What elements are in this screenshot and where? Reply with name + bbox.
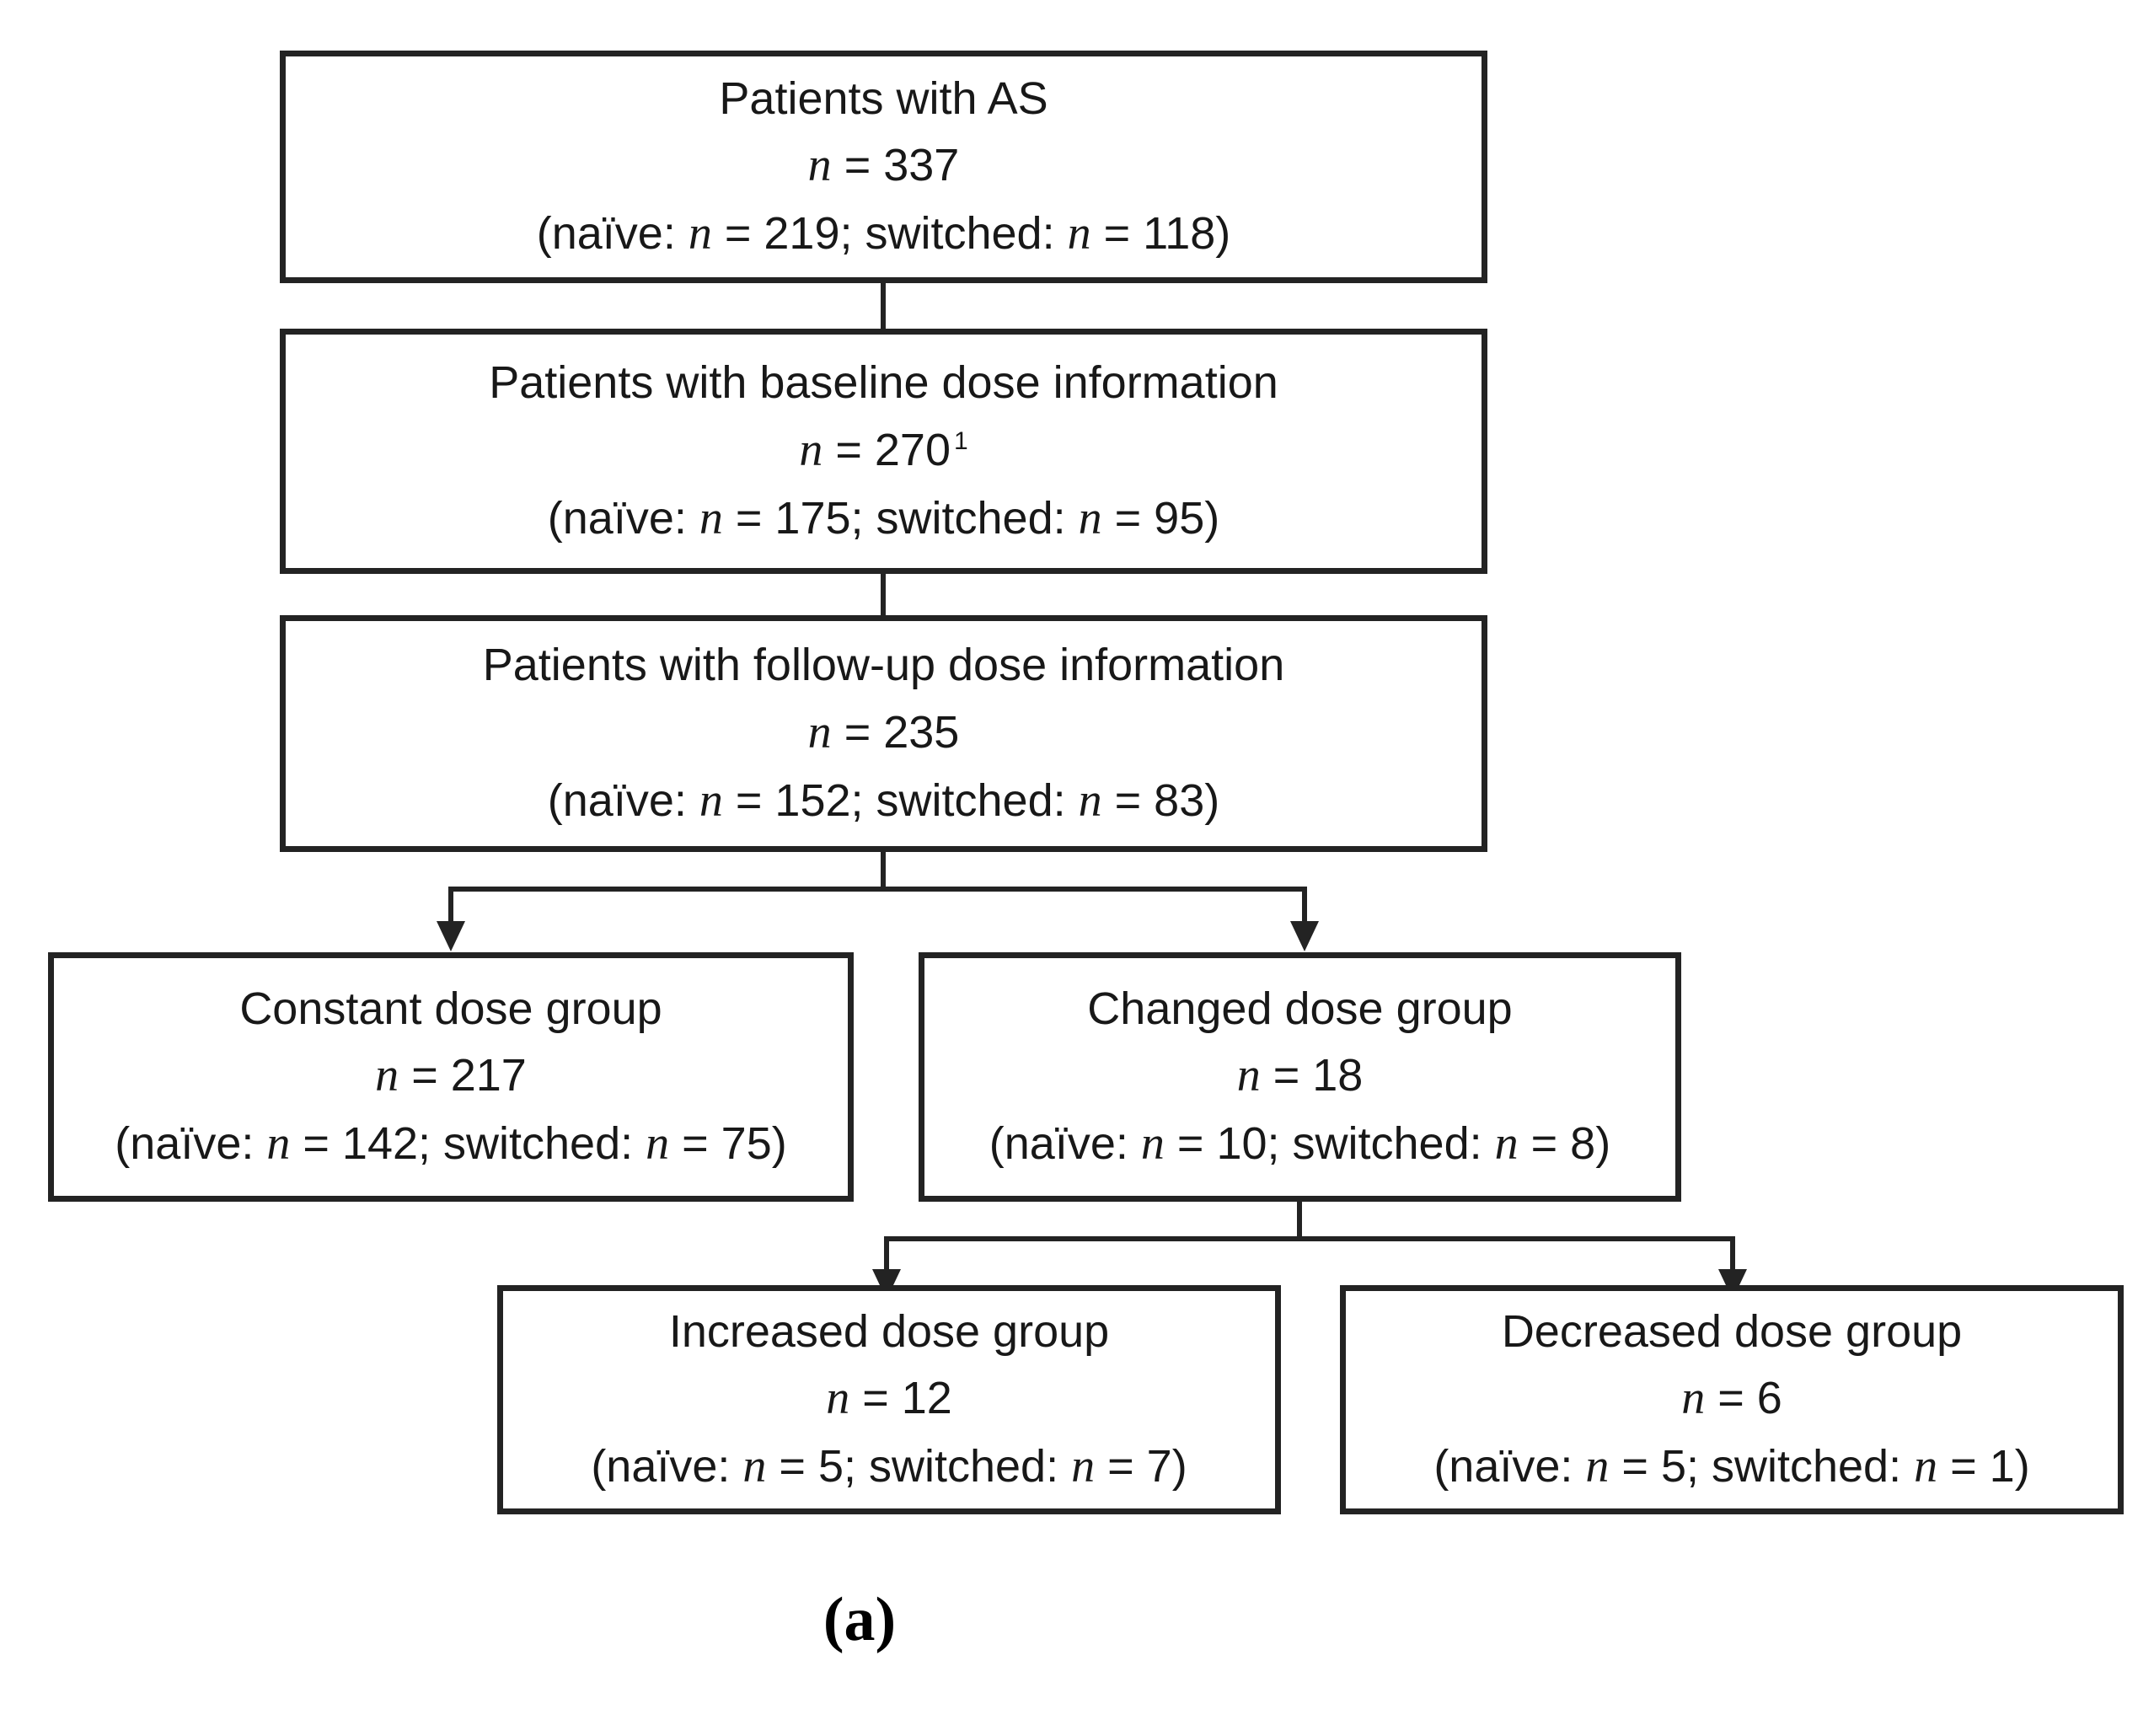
node-count-line: n = 337 <box>808 134 960 197</box>
node-breakdown-line: (naïve: n = 5; switched: n = 1) <box>1433 1435 2029 1498</box>
node-breakdown-line: (naïve: n = 10; switched: n = 8) <box>989 1112 1610 1176</box>
connector-changed-stem <box>1297 1202 1302 1239</box>
switched-value: = 83) <box>1114 774 1220 826</box>
switched-value: = 75) <box>682 1118 787 1170</box>
n-value: = 18 <box>1273 1050 1364 1101</box>
n-symbol-switched: n <box>1494 1117 1519 1171</box>
naive-value: = 5; switched: <box>1621 1441 1915 1492</box>
node-breakdown-line: (naïve: n = 142; switched: n = 75) <box>115 1112 786 1176</box>
figure-caption: (a) <box>822 1585 897 1654</box>
switched-value: = 95) <box>1114 492 1220 544</box>
connector-changed-to-increased <box>884 1236 889 1270</box>
connector-followup-stem <box>881 852 886 889</box>
breakdown-prefix: (naïve: <box>547 492 699 544</box>
breakdown-prefix: (naïve: <box>989 1118 1141 1170</box>
switched-value: = 118) <box>1103 208 1231 260</box>
n-value: = 270 <box>835 424 951 475</box>
n-symbol-naive: n <box>688 207 712 260</box>
node-patients-with-as[interactable]: Patients with AS n = 337 (naïve: n = 219… <box>280 51 1487 283</box>
n-value: = 235 <box>844 706 960 758</box>
node-changed-dose-group[interactable]: Changed dose group n = 18 (naïve: n = 10… <box>919 952 1681 1202</box>
node-followup-dose-information[interactable]: Patients with follow-up dose information… <box>280 615 1487 852</box>
node-breakdown-line: (naïve: n = 175; switched: n = 95) <box>548 487 1219 550</box>
node-title: Increased dose group <box>668 1305 1110 1357</box>
breakdown-prefix: (naïve: <box>115 1118 267 1170</box>
breakdown-prefix: (naïve: <box>536 208 689 260</box>
arrowhead-to-constant-dose <box>437 921 465 951</box>
n-symbol-switched: n <box>1071 1440 1096 1493</box>
n-symbol-switched: n <box>1078 774 1102 827</box>
n-symbol: n <box>375 1049 399 1102</box>
naive-value: = 152; switched: <box>735 774 1079 826</box>
n-symbol-naive: n <box>742 1440 767 1493</box>
breakdown-prefix: (naïve: <box>547 774 699 826</box>
n-symbol: n <box>807 139 832 192</box>
n-symbol-naive: n <box>699 491 723 544</box>
n-symbol: n <box>826 1372 850 1425</box>
n-symbol-naive: n <box>266 1117 291 1171</box>
switched-value: = 7) <box>1107 1441 1187 1492</box>
n-symbol-switched: n <box>1078 491 1102 544</box>
breakdown-prefix: (naïve: <box>1433 1441 1586 1492</box>
n-symbol-naive: n <box>699 774 723 827</box>
n-symbol: n <box>1236 1049 1261 1102</box>
n-symbol-naive: n <box>1585 1440 1610 1493</box>
node-decreased-dose-group[interactable]: Decreased dose group n = 6 (naïve: n = 5… <box>1340 1285 2124 1514</box>
naive-value: = 142; switched: <box>303 1118 646 1170</box>
n-symbol-naive: n <box>1140 1117 1165 1171</box>
n-value: = 337 <box>844 140 960 191</box>
n-value: = 217 <box>411 1050 527 1101</box>
n-symbol-switched: n <box>1067 207 1091 260</box>
node-count-line: n = 217 <box>375 1044 527 1107</box>
connector-followup-split-bar <box>448 887 1307 892</box>
node-constant-dose-group[interactable]: Constant dose group n = 217 (naïve: n = … <box>48 952 854 1202</box>
node-title: Constant dose group <box>239 983 662 1034</box>
node-breakdown-line: (naïve: n = 219; switched: n = 118) <box>537 202 1230 265</box>
node-title: Patients with follow-up dose information <box>482 640 1285 691</box>
switched-value: = 1) <box>1950 1441 2030 1492</box>
connector-as-to-baseline <box>881 283 886 330</box>
node-baseline-dose-information[interactable]: Patients with baseline dose information … <box>280 329 1487 574</box>
arrowhead-to-changed-dose <box>1290 921 1319 951</box>
node-title: Patients with baseline dose information <box>489 357 1278 409</box>
node-title: Patients with AS <box>719 72 1048 124</box>
naive-value: = 10; switched: <box>1176 1118 1495 1170</box>
n-symbol: n <box>799 423 823 476</box>
node-count-line: n = 6 <box>1681 1367 1782 1430</box>
n-value: = 12 <box>862 1373 952 1424</box>
node-breakdown-line: (naïve: n = 5; switched: n = 7) <box>591 1435 1187 1498</box>
node-title: Decreased dose group <box>1501 1305 1963 1357</box>
connector-changed-to-decreased <box>1730 1236 1735 1270</box>
n-symbol: n <box>1681 1372 1706 1425</box>
breakdown-prefix: (naïve: <box>591 1441 743 1492</box>
naive-value: = 219; switched: <box>724 208 1068 260</box>
node-breakdown-line: (naïve: n = 152; switched: n = 83) <box>548 769 1219 833</box>
n-symbol-switched: n <box>1914 1440 1938 1493</box>
node-increased-dose-group[interactable]: Increased dose group n = 12 (naïve: n = … <box>497 1285 1281 1514</box>
n-value: = 6 <box>1717 1373 1782 1424</box>
node-count-line: n = 12 <box>826 1367 952 1430</box>
connector-baseline-to-followup <box>881 574 886 616</box>
n-symbol: n <box>807 705 832 758</box>
naive-value: = 5; switched: <box>779 1441 1072 1492</box>
naive-value: = 175; switched: <box>735 492 1079 544</box>
node-count-line: n = 18 <box>1237 1044 1364 1107</box>
connector-changed-split-bar <box>884 1236 1735 1241</box>
node-count-line: n = 235 <box>808 701 960 764</box>
n-symbol-switched: n <box>646 1117 670 1171</box>
footnote-marker: 1 <box>953 426 968 455</box>
connector-followup-to-changed <box>1302 887 1307 922</box>
node-title: Changed dose group <box>1087 983 1513 1034</box>
switched-value: = 8) <box>1530 1118 1611 1170</box>
connector-followup-to-constant <box>448 887 453 922</box>
